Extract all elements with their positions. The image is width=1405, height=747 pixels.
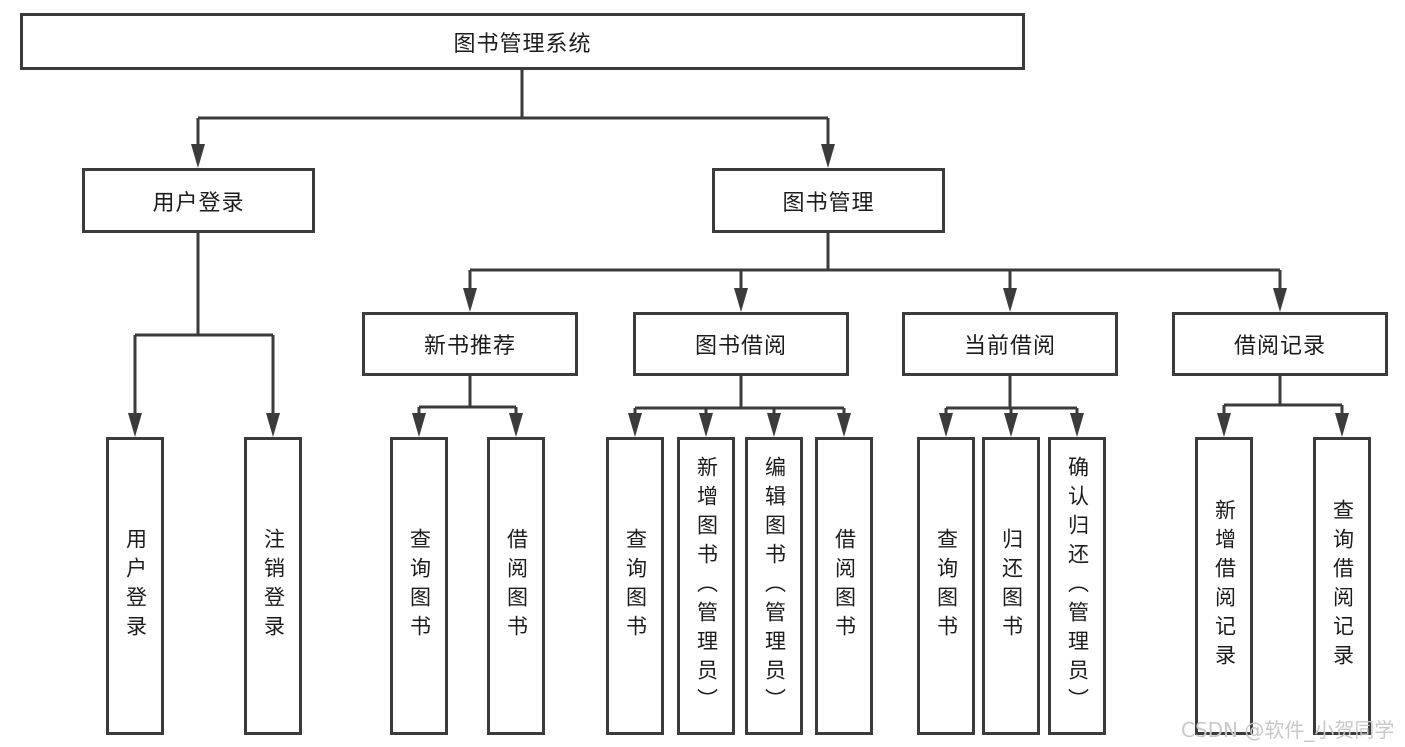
leaf-label: 注销登录 xyxy=(261,528,286,644)
leaf-label: 查询借阅记录 xyxy=(1330,499,1355,673)
arrowhead xyxy=(1070,413,1084,437)
arrowhead xyxy=(1004,413,1018,437)
node-label: 图书借阅 xyxy=(694,334,787,359)
arrowhead xyxy=(699,413,713,437)
leaf-user-login: 用户登录 xyxy=(106,437,164,735)
arrowhead xyxy=(1217,413,1231,437)
arrowhead xyxy=(734,288,748,312)
arrowhead xyxy=(1335,413,1349,437)
arrowhead xyxy=(412,413,426,437)
leaf-label: 查询图书 xyxy=(407,528,432,644)
node-label: 当前借阅 xyxy=(963,334,1056,359)
connector-current-group xyxy=(939,376,1084,437)
arrowhead xyxy=(509,413,523,437)
leaf-edit-books-admin: 编辑图书（管理员） xyxy=(745,437,803,735)
leaf-borrow-books: 借阅图书 xyxy=(815,437,873,735)
node-book-management: 图书管理 xyxy=(712,168,945,233)
leaf-add-borrow-record: 新增借阅记录 xyxy=(1195,437,1253,735)
node-current-borrow: 当前借阅 xyxy=(902,312,1118,376)
leaf-confirm-return-admin: 确认归还（管理员） xyxy=(1048,437,1106,735)
arrowhead xyxy=(821,144,835,168)
leaf-label: 编辑图书（管理员） xyxy=(762,455,787,717)
leaf-label: 归还图书 xyxy=(999,528,1024,644)
node-book-borrow: 图书借阅 xyxy=(633,312,849,376)
connector-root-to-level2 xyxy=(191,70,835,168)
connector-login-group xyxy=(128,233,280,437)
leaf-borrow-books-recommend: 借阅图书 xyxy=(487,437,545,735)
node-label: 图书管理 xyxy=(782,190,875,216)
node-label: 用户登录 xyxy=(152,190,245,216)
arrowhead xyxy=(628,413,642,437)
connector-borrow-group xyxy=(628,376,851,437)
node-label: 图书管理系统 xyxy=(453,31,592,57)
connector-management-to-level3 xyxy=(463,233,1287,312)
leaf-label: 查询图书 xyxy=(623,528,648,644)
arrowhead xyxy=(837,413,851,437)
leaf-label: 新增图书（管理员） xyxy=(694,455,719,717)
leaf-return-books: 归还图书 xyxy=(982,437,1040,735)
connector-records-group xyxy=(1217,376,1349,437)
leaf-label: 用户登录 xyxy=(123,528,148,644)
leaf-label: 借阅图书 xyxy=(504,528,529,644)
leaf-label: 借阅图书 xyxy=(832,528,857,644)
leaf-add-books-admin: 新增图书（管理员） xyxy=(677,437,735,735)
leaf-query-books-borrow: 查询图书 xyxy=(606,437,664,735)
connector-recommend-group xyxy=(412,376,523,437)
node-library-management-system: 图书管理系统 xyxy=(20,13,1025,70)
leaf-label: 确认归还（管理员） xyxy=(1065,455,1090,717)
leaf-query-books-current: 查询图书 xyxy=(917,437,975,735)
arrowhead xyxy=(939,413,953,437)
arrowhead xyxy=(266,413,280,437)
csdn-watermark: CSDN @软件_小贺同学 xyxy=(1181,718,1395,742)
leaf-label: 新增借阅记录 xyxy=(1212,499,1237,673)
arrowhead xyxy=(1003,288,1017,312)
leaf-label: 查询图书 xyxy=(934,528,959,644)
leaf-query-books-recommend: 查询图书 xyxy=(390,437,448,735)
node-label: 借阅记录 xyxy=(1233,334,1326,359)
arrowhead xyxy=(1273,288,1287,312)
leaf-query-borrow-record: 查询借阅记录 xyxy=(1313,437,1371,735)
node-label: 新书推荐 xyxy=(423,334,516,359)
node-borrow-records: 借阅记录 xyxy=(1172,312,1388,376)
node-user-login: 用户登录 xyxy=(82,168,315,233)
leaf-logout: 注销登录 xyxy=(244,437,302,735)
node-new-book-recommend: 新书推荐 xyxy=(362,312,578,376)
arrowhead xyxy=(463,288,477,312)
arrowhead xyxy=(767,413,781,437)
arrowhead xyxy=(191,144,205,168)
arrowhead xyxy=(128,413,142,437)
